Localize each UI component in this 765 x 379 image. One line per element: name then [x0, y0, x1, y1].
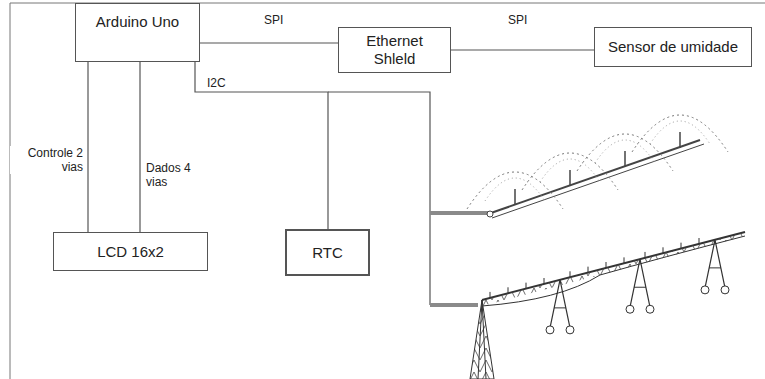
bus-connector: [195, 62, 328, 229]
shield-box: Ethernet Shleld: [338, 27, 451, 73]
center-pivot: [470, 232, 745, 379]
bus-connector: [139, 62, 140, 232]
clock-box: RTC: [285, 229, 370, 276]
display-box: LCD 16x2: [53, 232, 208, 271]
bus-connector: [200, 42, 338, 43]
controller-box: Arduino Uno: [75, 3, 200, 62]
node-text: RTC: [306, 244, 349, 262]
signal-label: SPI: [263, 13, 284, 27]
signal-label: SPI: [507, 13, 528, 27]
signal-label: I2C: [206, 76, 227, 90]
feed-pipe: [430, 303, 478, 307]
node-text: Ethernet Shleld: [339, 32, 450, 68]
sensor-box: Sensor de umidade: [594, 27, 752, 67]
bus-connector: [451, 49, 594, 50]
signal-label: Dados 4 vias: [145, 161, 195, 189]
sprinkler-line: [467, 115, 728, 218]
frame-line: [10, 3, 765, 379]
bus-connector: [87, 62, 88, 232]
node-text: Arduino Uno: [87, 13, 189, 31]
signal-label: Controle 2 vias: [10, 146, 84, 174]
node-text: Sensor de umidade: [602, 38, 744, 56]
feed-pipe: [430, 211, 490, 215]
node-text: LCD 16x2: [91, 243, 170, 261]
